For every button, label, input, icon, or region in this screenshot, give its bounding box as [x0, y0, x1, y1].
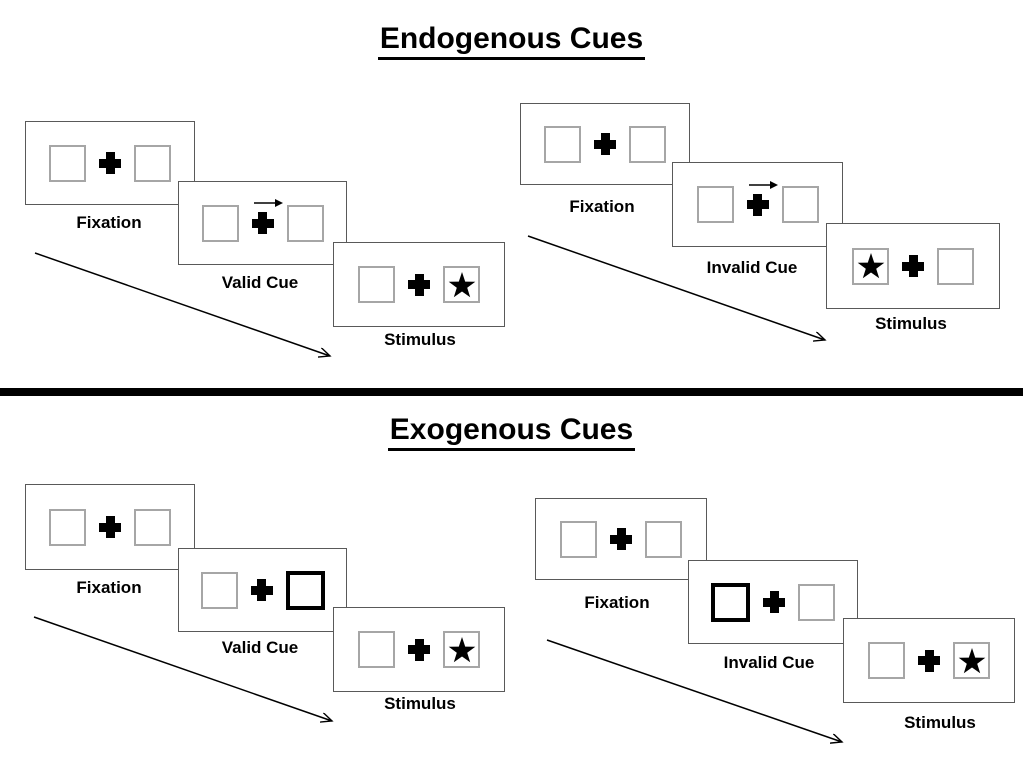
stimulus-label: Stimulus	[875, 314, 947, 333]
section-divider	[0, 388, 1023, 396]
page-title: Endogenous Cues	[377, 22, 646, 60]
right-placeholder-box	[629, 125, 666, 163]
right-placeholder-box	[798, 583, 835, 621]
endo-invalid-fixation-panel	[520, 103, 690, 185]
star-icon	[857, 253, 884, 279]
cue-label: Invalid Cue	[723, 653, 815, 672]
endo-valid-sequence-arrow	[34, 252, 330, 356]
fixation-cross-icon	[99, 516, 121, 538]
fixation-cross-icon	[251, 212, 274, 234]
endo-valid-fixation-panel	[25, 121, 195, 205]
left-placeholder-box	[201, 204, 239, 242]
fixation-cross-icon	[746, 193, 769, 216]
left-placeholder-box	[49, 144, 86, 182]
exo-invalid-cue-panel	[688, 560, 858, 644]
fixation-cross-icon	[408, 273, 430, 296]
star-target-box	[443, 266, 480, 303]
page-title: Exogenous Cues	[387, 413, 636, 451]
left-placeholder-box	[49, 508, 86, 546]
exogenous-section-title: Exogenous Cues	[0, 413, 1023, 451]
left-placeholder-box	[358, 631, 395, 668]
left-placeholder-box	[544, 125, 581, 163]
exo-valid-cue-panel	[178, 548, 347, 632]
star-icon	[958, 647, 985, 673]
endo-invalid-stimulus-panel	[826, 223, 1000, 309]
star-target-box	[852, 247, 889, 285]
cue-label: Valid Cue	[221, 638, 299, 657]
cue-label: Valid Cue	[221, 273, 299, 292]
left-placeholder-box	[696, 186, 734, 223]
endo-valid-stimulus-panel	[333, 242, 505, 327]
right-placeholder-box	[286, 204, 324, 242]
stimulus-label: Stimulus	[904, 713, 976, 732]
cued-box	[711, 582, 750, 622]
left-placeholder-box	[868, 642, 905, 679]
fixation-cross-icon	[594, 133, 616, 155]
fixation-label: Fixation	[76, 578, 142, 597]
fixation-cross-icon	[902, 255, 924, 277]
exo-invalid-fixation-panel	[535, 498, 707, 580]
right-placeholder-box	[134, 508, 171, 546]
stimulus-label: Stimulus	[384, 694, 456, 713]
left-placeholder-box	[358, 266, 395, 303]
stimulus-label: Stimulus	[384, 330, 456, 349]
cue-arrow-icon	[748, 180, 778, 189]
left-placeholder-box	[560, 520, 597, 558]
fixation-cross-icon	[763, 591, 785, 613]
star-icon	[448, 271, 475, 297]
endogenous-section-title: Endogenous Cues	[0, 22, 1023, 60]
left-placeholder-box	[200, 571, 238, 609]
exo-valid-fixation-panel	[25, 484, 195, 570]
fixation-label: Fixation	[569, 197, 635, 216]
right-placeholder-box	[134, 144, 171, 182]
fixation-cross-icon	[610, 528, 632, 550]
fixation-label: Fixation	[584, 593, 650, 612]
fixation-cross-icon	[918, 649, 940, 672]
endo-invalid-cue-panel	[672, 162, 843, 247]
cue-arrow-icon	[253, 199, 283, 207]
right-placeholder-box	[645, 520, 682, 558]
fixation-cross-icon	[250, 579, 273, 601]
exo-valid-stimulus-panel	[333, 607, 505, 692]
star-target-box	[443, 631, 480, 668]
exo-invalid-stimulus-panel	[843, 618, 1015, 703]
fixation-label: Fixation	[76, 213, 142, 232]
fixation-cross-icon	[408, 638, 430, 661]
right-placeholder-box	[781, 186, 819, 223]
fixation-cross-icon	[99, 152, 121, 174]
right-placeholder-box	[937, 247, 974, 285]
cue-label: Invalid Cue	[706, 258, 798, 277]
exo-valid-sequence-arrow	[33, 616, 332, 721]
star-icon	[448, 636, 475, 662]
endo-invalid-sequence-arrow	[527, 235, 825, 340]
cued-box	[285, 570, 325, 610]
endo-valid-cue-panel	[178, 181, 347, 265]
star-target-box	[953, 642, 990, 679]
